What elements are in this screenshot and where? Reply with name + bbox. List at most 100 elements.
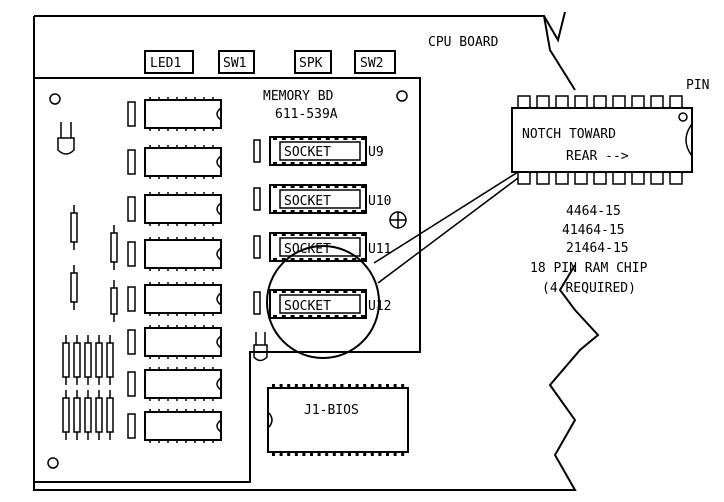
bios-pin — [317, 384, 321, 388]
resistor — [84, 397, 92, 433]
socket-u12-label: SOCKET — [284, 299, 331, 314]
detail-notch-line1: NOTCH TOWARD — [522, 127, 616, 142]
detail-pin-bottom — [593, 171, 607, 185]
resistor — [62, 397, 70, 433]
socket-pin — [299, 232, 304, 236]
socket-pin — [334, 184, 339, 188]
mounting-hole-top-left — [49, 93, 61, 105]
socket-pin — [361, 162, 365, 166]
socket-pin — [273, 258, 277, 262]
sw1-label: SW1 — [223, 56, 246, 71]
resistor — [95, 342, 103, 378]
bios-pin — [287, 452, 291, 456]
detail-pin-top — [555, 95, 569, 109]
socket-pin — [334, 162, 339, 166]
socket-pin — [281, 162, 286, 166]
memory-chip — [144, 194, 222, 224]
bios-pin — [348, 452, 351, 456]
socket-pin — [290, 162, 295, 166]
bios-pin — [401, 452, 405, 456]
socket-pin — [290, 184, 295, 188]
socket-pin — [290, 258, 295, 262]
memory-chip — [144, 369, 222, 399]
socket-pin — [334, 210, 339, 214]
detail-pin-bottom — [517, 171, 531, 185]
resistor — [84, 342, 92, 378]
chip-notch — [216, 155, 222, 169]
bios-pin — [279, 384, 283, 388]
socket-pin — [325, 289, 330, 293]
bios-pin — [302, 452, 306, 456]
socket-pin — [325, 162, 330, 166]
detail-pin-bottom — [650, 171, 664, 185]
led-component — [57, 122, 75, 155]
detail-pin-top — [631, 95, 645, 109]
socket-pin — [299, 289, 304, 293]
socket-pin — [290, 289, 295, 293]
chip-notch — [216, 419, 222, 433]
socket-pin — [273, 210, 277, 214]
detail-pin-label: PIN — [686, 78, 709, 93]
socket-pin — [317, 162, 321, 166]
chip-capacitor — [127, 149, 136, 175]
socket-pin — [352, 232, 357, 236]
socket-pin — [352, 184, 357, 188]
socket-u9-ref: U9 — [368, 145, 384, 160]
cpu-board-top-edge-right — [543, 11, 566, 43]
switch-strip: LED1 SW1 SPK SW2 — [144, 50, 396, 74]
socket-pin — [273, 136, 277, 140]
detail-pin-top — [536, 95, 550, 109]
socket-pin — [308, 315, 313, 319]
chip-notch — [216, 202, 222, 216]
led-component-2 — [253, 332, 268, 362]
socket-pin — [308, 210, 313, 214]
memory-board-part-number: 611-539A — [275, 107, 338, 122]
socket-pin — [308, 162, 313, 166]
socket-pin — [317, 210, 321, 214]
socket-pin — [343, 315, 348, 319]
resistor — [70, 272, 78, 303]
bios-pin — [287, 384, 291, 388]
chip-capacitor — [127, 413, 136, 439]
cpu-board-top-edge — [34, 15, 576, 91]
socket-pin — [273, 232, 277, 236]
socket-pin — [325, 210, 330, 214]
chip-capacitor — [127, 371, 136, 397]
detail-part-number-3: 21464-15 — [566, 241, 629, 256]
resistor — [110, 287, 118, 315]
socket-pin — [308, 232, 313, 236]
detail-part-number-2: 41464-15 — [562, 223, 625, 238]
detail-pin-top — [612, 95, 626, 109]
socket-pin — [343, 136, 348, 140]
socket-pin — [361, 232, 365, 236]
socket-u11-ref: U11 — [368, 242, 391, 257]
detail-pin-bottom — [574, 171, 588, 185]
socket-pin — [290, 232, 295, 236]
socket-pin-rows — [273, 136, 365, 319]
socket-pin — [281, 210, 286, 214]
chip-capacitor — [127, 241, 136, 267]
socket-pin — [317, 258, 321, 262]
socket-pin — [352, 315, 357, 319]
socket-pin — [299, 210, 304, 214]
socket-pin — [352, 258, 357, 262]
resistor — [95, 397, 103, 433]
memory-chip — [144, 147, 222, 177]
sw2-label: SW2 — [360, 56, 383, 71]
socket-pin — [343, 289, 348, 293]
bios-pin — [363, 452, 367, 456]
bios-pin — [386, 384, 389, 388]
socket-u12: SOCKET U12 — [253, 289, 391, 319]
bios-pin — [310, 384, 313, 388]
socket-pin — [273, 184, 277, 188]
socket-pin — [273, 289, 277, 293]
detail-required-note: (4 REQUIRED) — [542, 281, 636, 296]
socket-pin — [352, 210, 357, 214]
bios-pin — [332, 452, 336, 456]
detail-chip: NOTCH TOWARD REAR --> — [511, 107, 693, 173]
socket-pin — [281, 136, 286, 140]
socket-u9: SOCKET U9 — [253, 136, 384, 166]
chip-notch — [216, 377, 222, 391]
detail-pin-bottom — [669, 171, 683, 185]
socket-pin — [317, 289, 321, 293]
